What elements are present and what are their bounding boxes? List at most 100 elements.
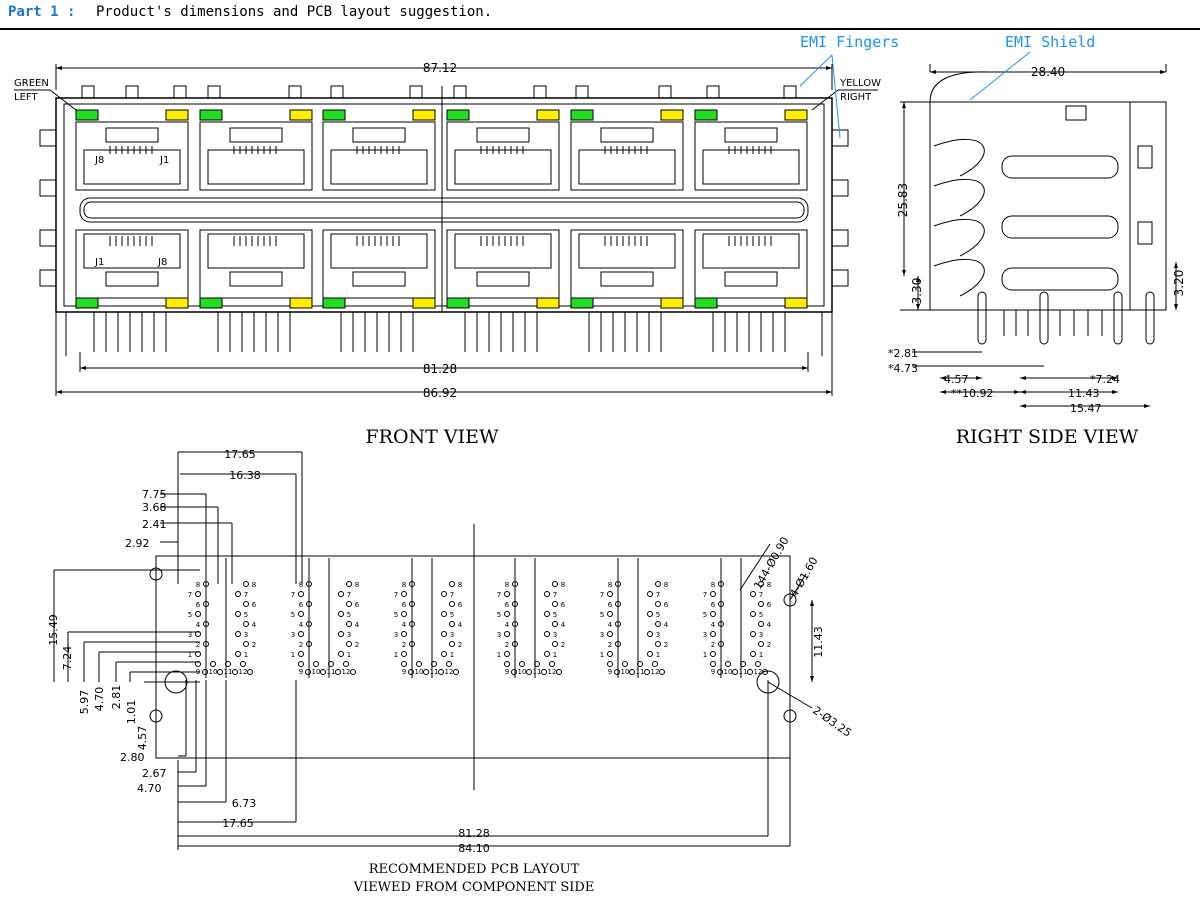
pin-number: 7 [656,591,660,599]
port-cavity-bottom [454,233,552,269]
pin-number: 7 [759,591,763,599]
pin-number: 2 [402,641,406,649]
led-pin-number: 10 [415,668,424,676]
arrowhead [1014,390,1020,394]
led-pin-hole [652,661,658,667]
led-green-top [75,109,99,121]
pin-hole [306,601,312,607]
led-pin-hole [614,669,620,675]
led-pin-hole [446,661,452,667]
latch-window-top [105,127,159,143]
led-pin-hole [217,669,223,675]
latch-window-bottom [600,271,654,287]
pin-number: 7 [703,591,707,599]
left-label: LEFT [14,92,38,103]
dim-e: **10.92 [951,387,994,400]
rj45-port-bottom [446,229,560,299]
emi-finger-tab [288,85,302,99]
led-pin-hole [747,669,753,675]
pin-number: 1 [703,651,707,659]
dim-f: 11.43 [1068,387,1100,400]
pin-hole [401,651,407,657]
shield-spring [933,218,985,257]
led-pin-hole [511,669,517,675]
pin-hole [552,621,558,627]
pin-number: 7 [450,591,454,599]
pin-hole [298,591,304,597]
pin-number: 5 [759,611,763,619]
side-tab-left [39,229,57,247]
side-pin [1113,291,1123,345]
led-pin-hole [408,669,414,675]
pin-hole [449,581,455,587]
led-pin-hole [202,669,208,675]
pin-number: 1 [347,651,351,659]
pin-number: 4 [664,621,669,629]
port-cavity-bottom [578,233,676,269]
pin-number: 3 [703,631,707,639]
pin-number: 3 [394,631,398,639]
led-pin-hole [762,669,768,675]
led-pin-hole [732,669,738,675]
led-green-bottom [694,297,718,309]
led-pin-number: 9 [402,668,406,676]
pin-hole [298,651,304,657]
note-leader [767,681,813,709]
pin-hole [750,611,756,617]
pin-number: 2 [711,641,715,649]
led-pin-hole [431,661,437,667]
led-pin-number: 9 [299,668,303,676]
emi-finger-tab [81,85,95,99]
led-yellow-top [289,109,313,121]
pin-number: 1 [759,651,763,659]
pcb-bottom-dim-5: 17.65 [222,817,254,830]
side-window-lower [1137,221,1153,245]
side-slot [1001,155,1119,179]
side-tab-left [39,179,57,197]
arrowhead [1020,390,1026,394]
pcb-caption-line2: VIEWED FROM COMPONENT SIDE [353,880,595,895]
led-pin-number: 10 [312,668,321,676]
pin-number: 8 [252,581,256,589]
pin-hole [504,651,510,657]
pin-number: 5 [600,611,604,619]
arrowhead [1174,304,1178,310]
dim-d: *7.24 [1090,373,1120,386]
led-pin-hole [232,669,238,675]
pcb-left-dim-4: 4.70 [93,687,106,712]
latch-window-top [229,127,283,143]
pin-number: 8 [767,581,771,589]
pin-hole [710,631,716,637]
pin-hole [338,591,344,597]
pin-hole [710,611,716,617]
arrowhead [1112,390,1118,394]
pin-number: 4 [505,621,510,629]
pcb-left-dim-7: 4.57 [136,726,149,751]
led-yellow-bottom [784,297,808,309]
pin-number: 8 [711,581,715,589]
pin-hole [338,611,344,617]
led-pin-number: 10 [724,668,733,676]
pin-hole [607,591,613,597]
pin-number: 1 [450,651,454,659]
pin-number: 5 [497,611,501,619]
arrowhead [930,70,936,74]
pin-hole [346,641,352,647]
led-pin-hole [247,669,253,675]
emi-finger-tab [207,85,221,99]
side-tab-right [831,129,849,147]
rj45-port-bottom [322,229,436,299]
pin-hole [615,621,621,627]
pin-number: 7 [291,591,295,599]
pin-number: 5 [188,611,192,619]
pin-number: 1 [394,651,398,659]
led-pin-number: 11 [636,668,645,676]
led-pin-number: 11 [430,668,439,676]
arrowhead [810,600,814,606]
pin-hole [655,621,661,627]
pin-number: 6 [196,601,201,609]
pin-hole [710,651,716,657]
pin-hole [449,601,455,607]
pin-hole [504,631,510,637]
pin-hole [235,651,241,657]
